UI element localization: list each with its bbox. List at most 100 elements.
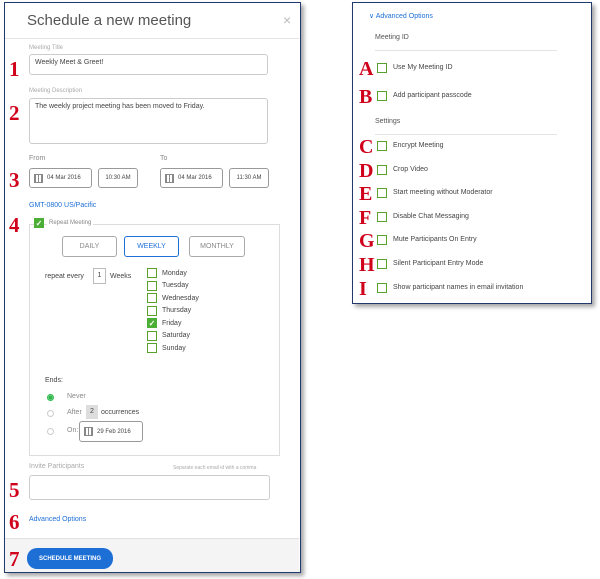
ends-on-date-value: 29 Feb 2016 [97, 428, 131, 435]
callout-c: C [359, 136, 374, 158]
option-checkbox[interactable] [377, 282, 387, 293]
close-icon[interactable]: × [283, 12, 292, 28]
ends-after-count-input[interactable]: 2 [86, 405, 98, 419]
ends-never-label: Never [67, 393, 86, 400]
to-date-field[interactable]: 04 Mar 2016 [160, 168, 223, 188]
callout-1: 1 [9, 57, 20, 81]
invite-participants-input[interactable] [29, 475, 270, 500]
weekday-row: Monday [147, 268, 187, 278]
invite-participants-label: Invite Participants [29, 463, 85, 470]
to-date-value: 04 Mar 2016 [178, 175, 212, 181]
schedule-meeting-dialog: Schedule a new meeting × 1 Meeting Title… [4, 2, 301, 573]
from-date-value: 04 Mar 2016 [47, 175, 81, 181]
callout-2: 2 [9, 101, 20, 125]
option-label: Show participant names in email invitati… [393, 283, 524, 291]
to-time-field[interactable]: 11:30 AM [229, 168, 269, 188]
option-checkbox[interactable] [377, 141, 387, 151]
ends-on-label: On: [67, 427, 79, 434]
weekday-row: Tuesday [147, 280, 189, 291]
repeat-meeting-checkbox[interactable]: ✓ [34, 218, 44, 228]
meeting-description-label: Meeting Description [29, 88, 83, 94]
repeat-meeting-label: Repeat Meeting [47, 220, 94, 226]
meeting-id-heading: Meeting ID [375, 34, 409, 41]
option-label: Start meeting without Moderator [393, 189, 493, 197]
header-divider [5, 38, 299, 39]
timezone-link[interactable]: GMT-0800 US/Pacific [29, 202, 97, 209]
option-label: Disable Chat Messaging [393, 212, 469, 220]
weekday-label: Monday [162, 269, 187, 277]
schedule-meeting-button[interactable]: SCHEDULE MEETING [27, 548, 113, 569]
repeat-box [29, 224, 280, 456]
callout-7: 7 [9, 547, 20, 571]
ends-on-radio[interactable] [47, 428, 54, 435]
callout-4: 4 [9, 213, 20, 237]
calendar-icon [34, 173, 43, 183]
callout-f: F [359, 206, 372, 229]
tab-daily[interactable]: DAILY [62, 236, 117, 257]
option-checkbox[interactable] [377, 235, 387, 246]
weekday-label: Saturday [162, 332, 191, 339]
callout-a: A [359, 58, 374, 80]
callout-b: B [359, 86, 373, 108]
weekday-row: Thursday [147, 305, 192, 316]
tab-weekly[interactable]: WEEKLY [124, 236, 179, 257]
calendar-icon [84, 427, 93, 436]
weekday-row: Sunday [147, 343, 186, 353]
callout-d: D [359, 159, 374, 182]
tab-monthly[interactable]: MONTHLY [189, 236, 245, 257]
option-checkbox[interactable] [377, 188, 387, 199]
weekday-checkbox-tuesday[interactable] [147, 280, 157, 291]
meeting-title-label: Meeting Title [29, 45, 64, 51]
weekday-row: ✓ Friday [147, 318, 181, 328]
option-checkbox[interactable] [377, 164, 387, 175]
callout-g: G [359, 230, 375, 253]
ends-after-label: After [67, 409, 82, 416]
settings-heading: Settings [375, 118, 401, 125]
from-time-value: 10:30 AM [105, 175, 131, 181]
weekday-label: Thursday [162, 307, 192, 314]
to-time-value: 11:30 AM [236, 175, 262, 181]
option-label: Add participant passcode [393, 92, 472, 99]
to-label: To [160, 155, 168, 162]
weekday-checkbox-thursday[interactable] [147, 305, 157, 316]
option-checkbox[interactable] [377, 259, 387, 269]
ends-on-date-field[interactable]: 29 Feb 2016 [79, 421, 143, 442]
advanced-options-header[interactable]: ∨ Advanced Options [369, 12, 433, 20]
repeat-every-input[interactable]: 1 [93, 268, 106, 284]
callout-5: 5 [9, 478, 20, 502]
weekday-label: Wednesday [162, 294, 199, 302]
weekday-checkbox-monday[interactable] [147, 268, 157, 278]
callout-3: 3 [9, 168, 20, 192]
weekday-label: Friday [162, 319, 182, 327]
from-label: From [29, 155, 46, 162]
weekday-checkbox-wednesday[interactable] [147, 293, 157, 303]
repeat-every-label: repeat every [45, 273, 84, 280]
advanced-options-link[interactable]: Advanced Options [29, 516, 87, 523]
option-label: Use My Meeting ID [393, 64, 453, 71]
from-date-field[interactable]: 04 Mar 2016 [29, 168, 92, 188]
invite-hint: Separate each email id with a comma [173, 465, 257, 471]
weekday-checkbox-saturday[interactable] [147, 330, 157, 341]
option-label: Crop Video [393, 165, 428, 173]
advanced-options-header-label: Advanced Options [375, 13, 433, 20]
weekday-label: Tuesday [162, 282, 189, 289]
from-time-field[interactable]: 10:30 AM [98, 168, 138, 188]
calendar-icon [165, 173, 174, 183]
callout-i: I [359, 277, 367, 300]
weekday-checkbox-sunday[interactable] [147, 343, 157, 353]
ends-never-radio[interactable] [47, 394, 54, 401]
advanced-options-panel: ∨ Advanced Options Meeting ID A Use My Me… [352, 2, 592, 304]
repeat-unit-label: Weeks [110, 273, 132, 280]
option-checkbox[interactable] [377, 63, 387, 73]
meeting-description-textarea[interactable]: The weekly project meeting has been move… [29, 98, 268, 144]
weekday-checkbox-friday[interactable]: ✓ [147, 318, 157, 328]
option-checkbox[interactable] [377, 91, 387, 101]
option-checkbox[interactable] [377, 211, 387, 222]
weekday-row: Saturday [147, 330, 191, 341]
meeting-title-input[interactable]: Weekly Meet & Greet! [29, 54, 268, 75]
callout-6: 6 [9, 510, 20, 534]
weekday-label: Sunday [162, 344, 186, 352]
meeting-id-divider [375, 50, 557, 51]
dialog-title: Schedule a new meeting [27, 12, 192, 29]
ends-after-radio[interactable] [47, 410, 54, 417]
